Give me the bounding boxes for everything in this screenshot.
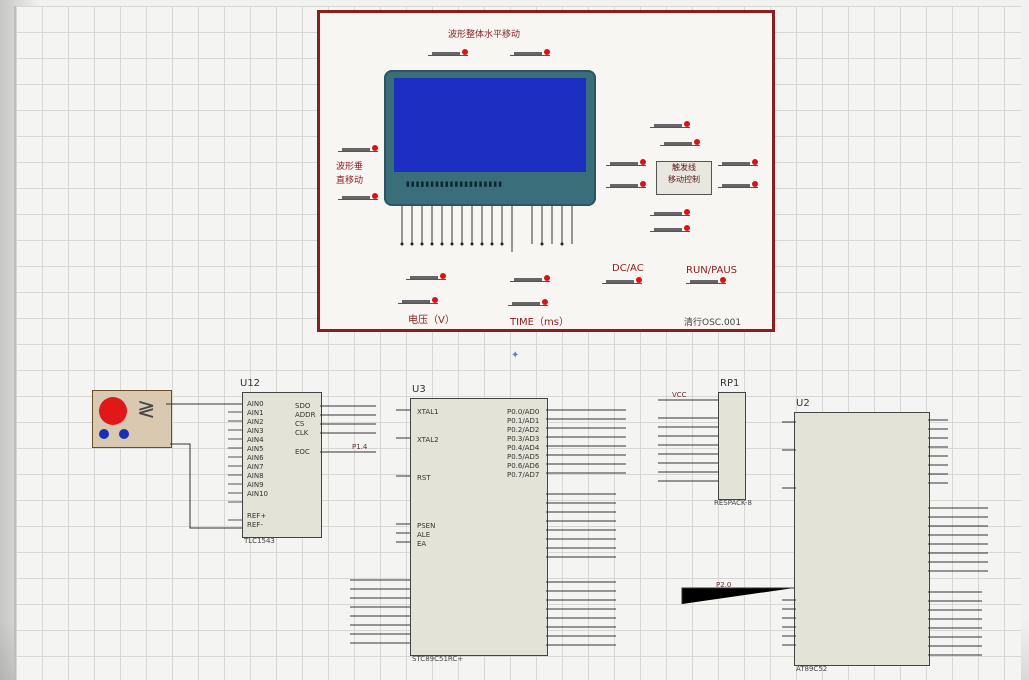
u12-chip[interactable]: AIN0 AIN1 AIN2 AIN3 AIN4 AIN5 AIN6 AIN7 … (242, 392, 322, 538)
u12-pin-sdo: SDO (295, 402, 311, 410)
u3-pin-p06: P0.6/AD6 (507, 462, 540, 470)
runpause-label: RUN/PAUS (686, 265, 738, 276)
u3-pin-ale: ALE (417, 531, 431, 539)
rp1-wires (658, 399, 718, 482)
u12-pin-ain2: AIN2 (247, 418, 264, 426)
u3-chip[interactable]: XTAL1 XTAL2 RST PSEN ALE EA P0.0/AD0 P0.… (410, 398, 548, 656)
u3-pin-xtal1: XTAL1 (417, 408, 439, 416)
left-label-2: 直移动 (336, 176, 364, 186)
terminal-icon (99, 429, 109, 439)
right-label-2: 移动控制 (668, 175, 700, 184)
knob-icon[interactable] (99, 397, 127, 425)
u3-pin-psen: PSEN (417, 522, 436, 530)
trigger-left-button-2[interactable] (606, 179, 648, 193)
u3-pin-p01: P0.1/AD1 (507, 417, 540, 425)
u12-pin-ain10: AIN10 (247, 490, 268, 498)
u12-pin-refn: REF- (247, 521, 263, 529)
rp1-vcc: VCC (672, 391, 687, 399)
lcd-pin-lines (400, 206, 573, 252)
lcd-display: ▮▮▮▮▮▮▮▮▮▮▮▮▮▮▮▮▮▮▮▮ (384, 70, 596, 206)
u12-pin-eoc: EOC (295, 448, 310, 456)
u12-pin-ain1: AIN1 (247, 409, 264, 417)
trigger-right-button-1[interactable] (718, 157, 760, 171)
u3-pin-p07: P0.7/AD7 (507, 471, 540, 479)
trigger-up-button-1[interactable] (650, 119, 692, 133)
u12-ref: U12 (240, 378, 261, 389)
signal-source[interactable]: ≷ (92, 390, 172, 448)
lcd-screen (394, 78, 586, 172)
footer-label: 清行OSC.001 (684, 318, 742, 328)
voltage-label: 电压（V） (408, 315, 455, 326)
wave-down-button[interactable] (338, 191, 380, 205)
shift-left-button[interactable] (428, 47, 470, 61)
oscilloscope-panel[interactable]: 波形整体水平移动 ▮▮▮▮▮▮▮▮▮▮▮▮▮▮▮▮▮▮▮▮ (317, 10, 775, 332)
voltage-up-button[interactable] (406, 271, 448, 285)
time-label: TIME（ms） (510, 317, 569, 328)
panel-top-label: 波形整体水平移动 (448, 30, 521, 40)
u12-pin-addr: ADDR (295, 411, 316, 419)
u2-part: AT89C52 (796, 665, 828, 673)
trigger-control-block: 触发线 移动控制 (656, 161, 712, 195)
shift-right-button[interactable] (510, 47, 552, 61)
dcac-button[interactable] (602, 275, 644, 289)
u12-pin-ain7: AIN7 (247, 463, 264, 471)
u3-pin-p00: P0.0/AD0 (507, 408, 540, 416)
u3-pin-rst: RST (417, 474, 431, 482)
u12-pin-ain5: AIN5 (247, 445, 264, 453)
dcac-label: DC/AC (612, 263, 644, 274)
u12-pin-ain4: AIN4 (247, 436, 264, 444)
u12-part: TLC1543 (244, 537, 275, 545)
u12-pin-ain3: AIN3 (247, 427, 264, 435)
trigger-up-button-2[interactable] (660, 137, 702, 151)
u12-pin-ain6: AIN6 (247, 454, 264, 462)
u3-pin-p04: P0.4/AD4 (507, 444, 540, 452)
u3-pin-xtal2: XTAL2 (417, 436, 439, 444)
u12-pin-ain0: AIN0 (247, 400, 264, 408)
u12-pin-refp: REF+ (247, 512, 267, 520)
u3-part: STC89C51RC+ (412, 655, 464, 663)
rp1-ref: RP1 (720, 378, 740, 389)
net-p14: P1.4 (352, 443, 368, 451)
trigger-down-button-2[interactable] (650, 223, 692, 237)
u3-pin-ea: EA (417, 540, 427, 548)
u12-pin-clk: CLK (295, 429, 309, 437)
u3-ref: U3 (412, 384, 426, 395)
u3-pin-p03: P0.3/AD3 (507, 435, 540, 443)
schematic-canvas[interactable]: 波形整体水平移动 ▮▮▮▮▮▮▮▮▮▮▮▮▮▮▮▮▮▮▮▮ (14, 6, 1021, 680)
rp1-resistor-pack[interactable] (718, 392, 746, 500)
right-label-1: 触发线 (672, 163, 696, 172)
time-down-button[interactable] (508, 297, 550, 311)
voltage-down-button[interactable] (398, 295, 440, 309)
u2-ref: U2 (796, 398, 810, 409)
crosshair-icon: ✦ (511, 350, 520, 361)
u3-pin-p02: P0.2/AD2 (507, 426, 540, 434)
time-up-button[interactable] (510, 273, 552, 287)
trigger-right-button-2[interactable] (718, 179, 760, 193)
wave-up-button[interactable] (338, 143, 380, 157)
u12-wires (166, 403, 376, 529)
net-p20: P2.0 (716, 581, 732, 589)
waveform-icon: ≷ (137, 397, 155, 422)
u12-pin-ain8: AIN8 (247, 472, 264, 480)
u3-pin-p05: P0.5/AD5 (507, 453, 540, 461)
trigger-left-button-1[interactable] (606, 157, 648, 171)
trigger-down-button-1[interactable] (650, 207, 692, 221)
runpause-button[interactable] (686, 275, 728, 289)
left-label-1: 波形垂 (336, 162, 364, 172)
rp1-part: RESPACK-8 (714, 499, 752, 507)
u12-pin-cs: CS (295, 420, 305, 428)
lcd-pin-strip: ▮▮▮▮▮▮▮▮▮▮▮▮▮▮▮▮▮▮▮▮ (406, 180, 504, 188)
u3-wires (350, 409, 626, 646)
u12-pin-ain9: AIN9 (247, 481, 264, 489)
terminal-icon (119, 429, 129, 439)
u2-chip[interactable] (794, 412, 930, 666)
u2-wires (681, 419, 988, 656)
